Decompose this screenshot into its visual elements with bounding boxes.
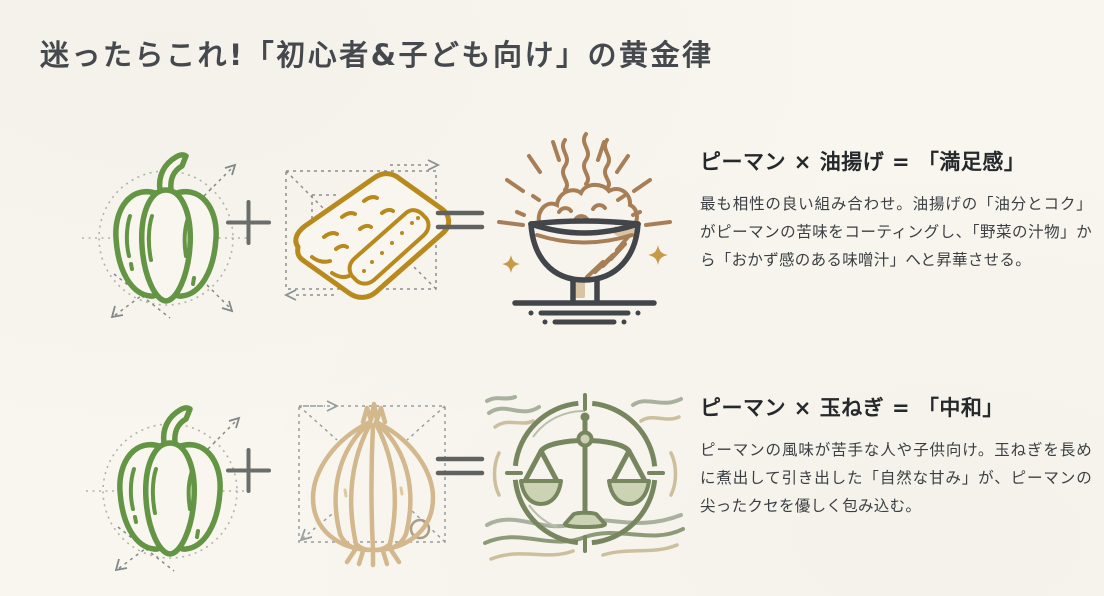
- combo-1-description: 最も相性の良い組み合わせ。油揚げの「油分とコク」がピーマンの苦味をコーティングし…: [700, 195, 1092, 269]
- onion-icon: [283, 382, 463, 568]
- combo-2-text: ピーマン × 玉ねぎ = 「中和」 ピーマンの風味が苦手な人や子供向け。玉ねぎを…: [700, 392, 1092, 521]
- steaming-bowl-icon: [487, 128, 682, 326]
- combo-1-heading: ピーマン × 油揚げ = 「満足感」: [700, 150, 1026, 174]
- green-pepper-icon: [82, 385, 267, 575]
- plus-icon: [226, 448, 271, 493]
- plus-icon: [226, 200, 271, 245]
- combo-1-text: ピーマン × 油揚げ = 「満足感」 最も相性の良い組み合わせ。油揚げの「油分と…: [700, 146, 1092, 275]
- fried-tofu-icon: [272, 145, 472, 313]
- combo-2-description: ピーマンの風味が苦手な人や子供向け。玉ねぎを長めに煮出して引き出した「自然な甘み…: [700, 441, 1092, 515]
- balance-scale-icon: [483, 375, 685, 580]
- green-pepper-icon: [78, 132, 263, 322]
- combo-2-heading: ピーマン × 玉ねぎ = 「中和」: [700, 396, 1004, 420]
- page-title: 迷ったらこれ!「初心者&子ども向け」の黄金律: [40, 38, 714, 72]
- equals-icon: [435, 206, 485, 234]
- equals-icon: [435, 452, 485, 480]
